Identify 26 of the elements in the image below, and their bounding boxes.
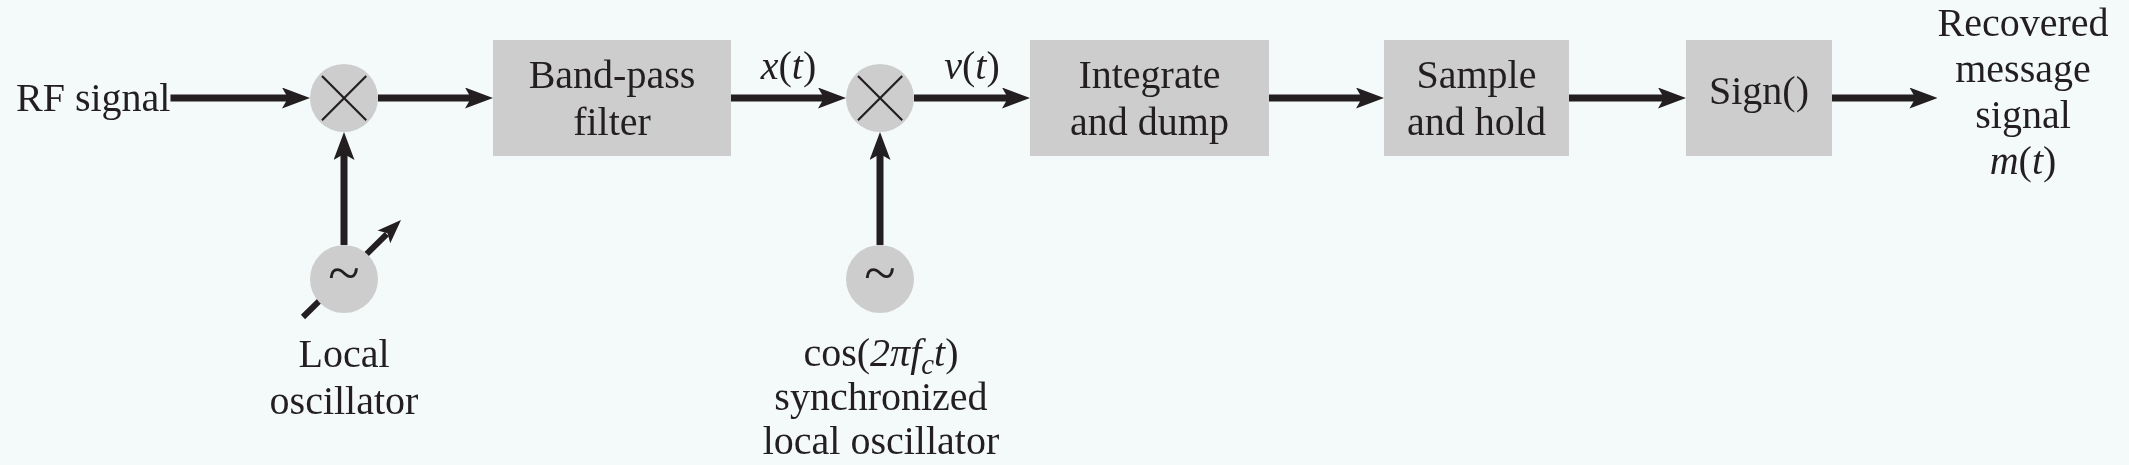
tilde-symbol: ~ [864, 240, 896, 305]
edge-label: v(t) [944, 42, 1000, 89]
arrow [1269, 87, 1384, 109]
edge-label: x(t) [760, 42, 817, 89]
process-box [1686, 40, 1832, 156]
box-label: Sign() [1709, 67, 1809, 113]
box-label: Sample and hold [1407, 52, 1546, 144]
arrow [731, 87, 846, 109]
box-label: Integrate and dump [1070, 52, 1229, 144]
node-caption: cos(2πf$_{c}$t) [803, 330, 959, 375]
arrow [914, 87, 1030, 109]
oscillator-circle [310, 245, 378, 313]
arrow [869, 132, 891, 245]
box-label: Band-pass filter [528, 52, 696, 144]
node-caption: synchronized local oscillator [762, 374, 1000, 463]
arrow [333, 132, 355, 245]
signal-label: RF signal [16, 74, 171, 121]
arrow [378, 87, 493, 109]
process-box [1384, 40, 1569, 156]
signal-label: Recovered message signal m(t) [1937, 0, 2109, 184]
arrow [1569, 87, 1686, 109]
process-box [1030, 40, 1269, 156]
arrow [1832, 87, 1938, 109]
node-caption: Local oscillator [269, 331, 419, 423]
tilde-symbol: ~ [328, 240, 360, 305]
process-box [493, 40, 731, 156]
